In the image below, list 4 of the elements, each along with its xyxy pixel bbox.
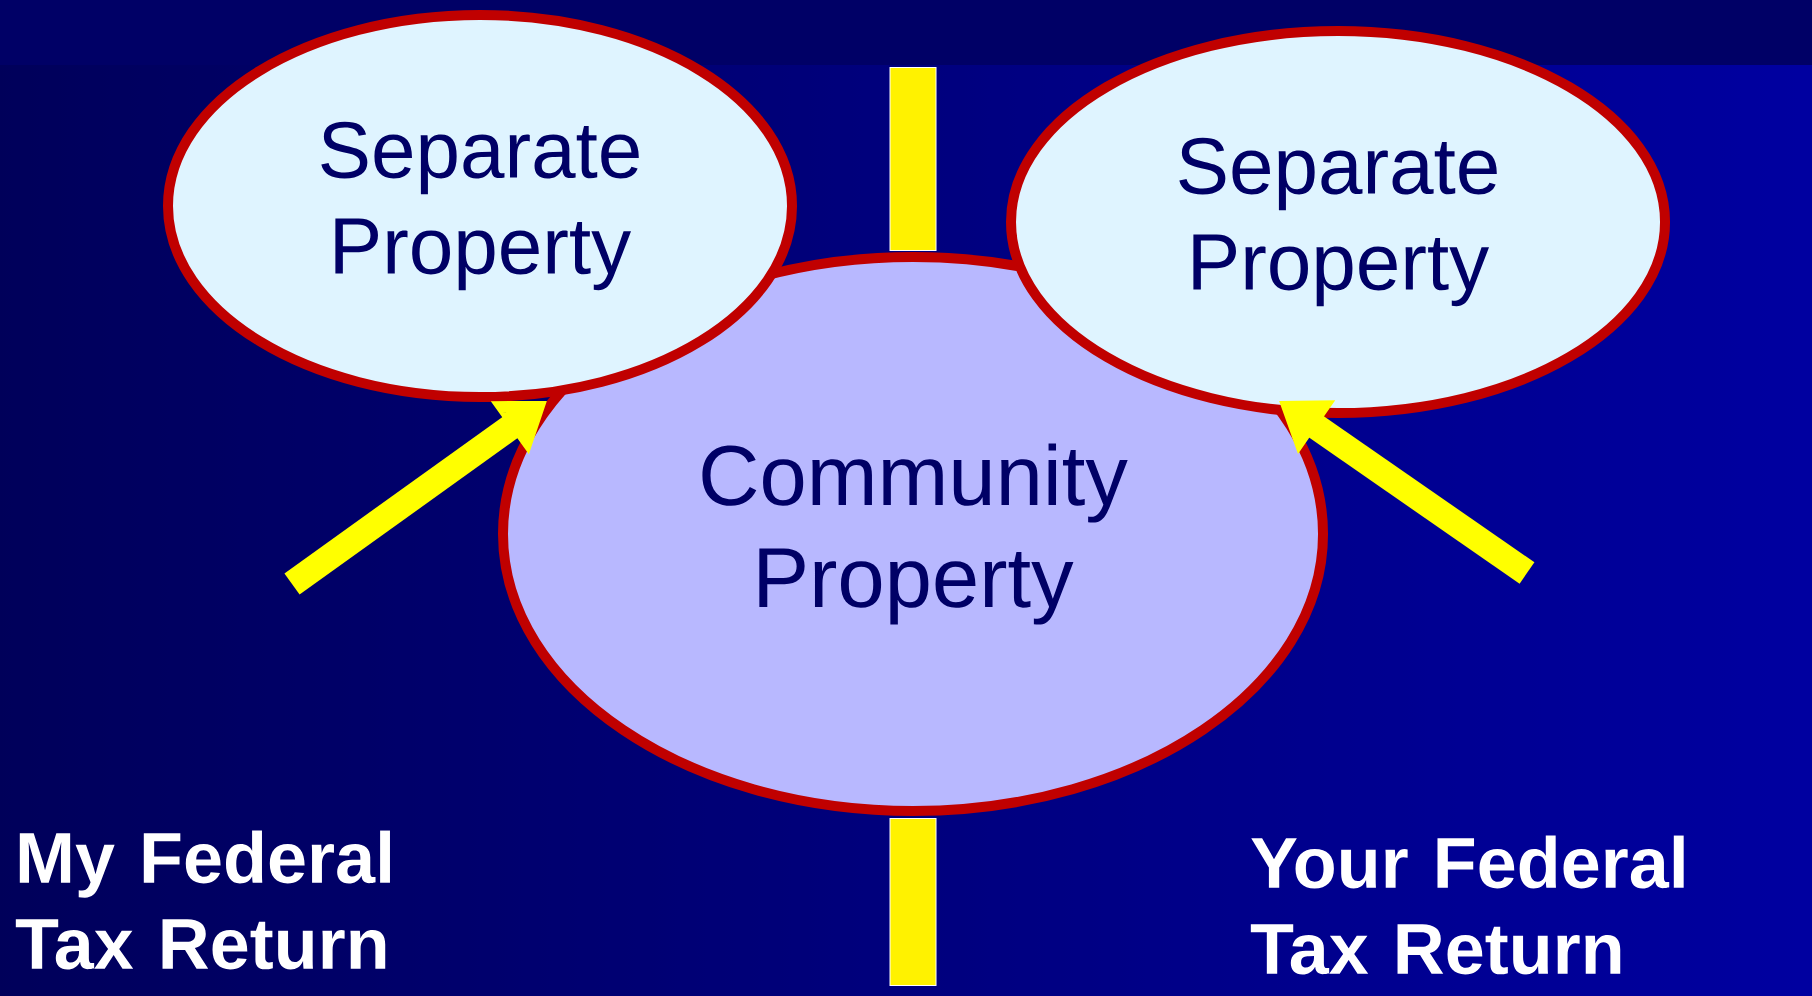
divider-bar (889, 818, 937, 986)
divider-bar (889, 67, 937, 251)
tax-return-label: My Federal Tax Return (15, 830, 390, 970)
tax-return-label: Your Federal Tax Return (1250, 835, 1684, 975)
